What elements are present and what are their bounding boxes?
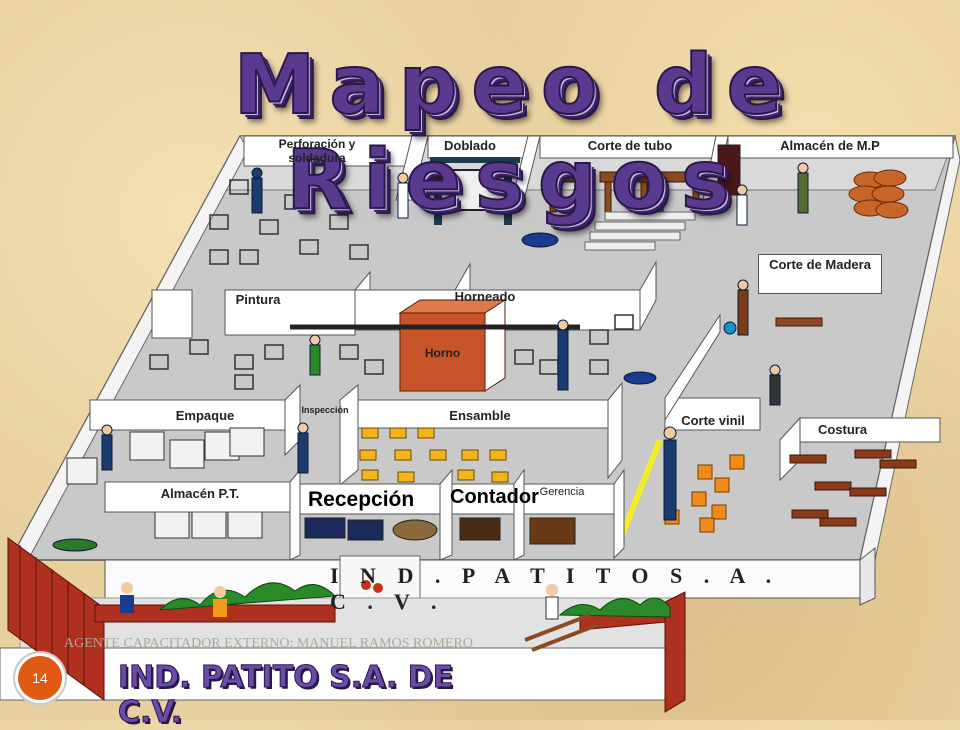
middle-walls <box>89 313 761 487</box>
corte-tubo-tables <box>544 171 703 213</box>
area-label-costura: Costura <box>817 422 868 437</box>
warning-line <box>619 438 663 537</box>
storage-shelf <box>717 144 741 196</box>
hedge-right <box>558 597 671 618</box>
facade-sign: I N D . P A T I T O S . A . C . V . <box>330 563 780 614</box>
top-room-walls <box>243 135 954 216</box>
slide-title: Mapeo de Riesgos <box>233 37 797 229</box>
welding-chairs <box>209 179 369 265</box>
area-label-corte-vinil: Corte vinil <box>681 413 745 428</box>
area-label-horno: Horno <box>424 346 461 360</box>
facade-side <box>859 546 876 606</box>
area-label-gerencia: Gerencia <box>539 486 585 498</box>
area-label-corte-tubo: Corte de tubo <box>587 138 673 153</box>
almacen-mp-sacks <box>848 169 909 219</box>
doblado-machine <box>430 157 520 225</box>
front-wall <box>0 647 666 701</box>
area-label-doblado: Doblado <box>444 138 496 153</box>
area-label-corte-madera: Corte de Madera <box>758 254 882 294</box>
area-label-horneado: Horneado <box>454 289 516 304</box>
area-label-almacen-mp: Almacén de M.P <box>780 138 880 153</box>
ensamble-chairs <box>359 427 509 483</box>
brick-lines-left <box>19 545 85 686</box>
costura-walls <box>779 416 941 482</box>
sewing-machines <box>789 449 917 527</box>
brick-wall-left <box>7 537 105 701</box>
area-label-almacen-pt: Almacén P.T. <box>160 486 240 501</box>
instructor-credit: AGENTE CAPACITADOR EXTERNO: MANUEL RAMOS… <box>64 636 473 651</box>
corte-madera-table <box>775 317 823 327</box>
area-label-contador: Contador <box>450 486 539 508</box>
front-offices <box>104 468 625 561</box>
office-furniture <box>304 517 576 545</box>
area-label-perforacion: Perforación y soldadura <box>278 137 356 165</box>
area-label-empaque: Empaque <box>175 408 235 423</box>
workers <box>52 162 809 552</box>
area-label-recepcion: Recepción <box>308 488 415 511</box>
area-label-inspeccion: Inspección <box>301 405 349 415</box>
area-label-pintura: Pintura <box>235 292 281 307</box>
brick-wall-right <box>664 591 686 713</box>
running-figures <box>120 582 559 620</box>
packing-boxes <box>66 427 265 539</box>
ladder <box>524 613 598 652</box>
balloons <box>361 580 383 593</box>
pipes-stack <box>584 211 696 251</box>
hedge-left <box>158 582 337 611</box>
area-label-ensamble: Ensamble <box>449 408 511 423</box>
page-number-badge: 14 <box>18 656 62 700</box>
horneado-chairs <box>149 314 634 390</box>
